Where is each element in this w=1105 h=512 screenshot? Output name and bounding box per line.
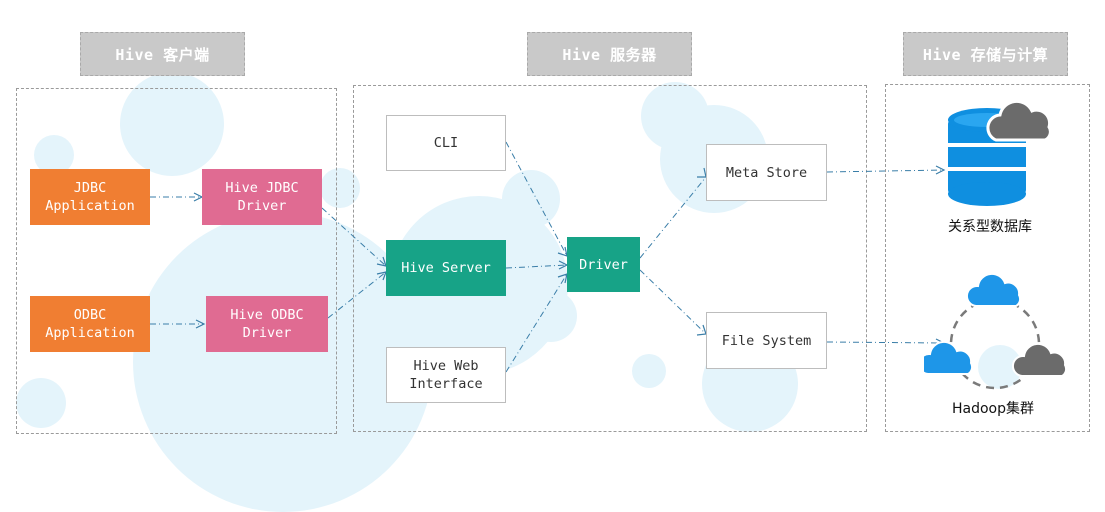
connector-driver-to-metastore bbox=[639, 176, 707, 259]
background-bubble bbox=[120, 72, 224, 176]
connector-cli-to-driver bbox=[505, 141, 568, 257]
background-bubble bbox=[525, 290, 577, 342]
odbc-application-box: ODBC Application bbox=[30, 296, 150, 352]
connector-driver-to-filesystem bbox=[639, 269, 707, 335]
hive-server-box: Hive Server bbox=[386, 240, 506, 296]
header-client: Hive 客户端 bbox=[80, 32, 245, 76]
hive-odbc-driver-box: Hive ODBC Driver bbox=[206, 296, 328, 352]
connector-server-to-driver bbox=[505, 264, 568, 269]
arrowhead bbox=[697, 167, 707, 178]
server-region bbox=[353, 85, 867, 432]
connector-odbc-driver-to-server bbox=[327, 271, 387, 319]
connector-web-to-driver bbox=[505, 273, 568, 373]
cloud-icon bbox=[966, 272, 1022, 307]
storage-region bbox=[885, 84, 1090, 432]
header-storage: Hive 存储与计算 bbox=[903, 32, 1068, 76]
background-bubble bbox=[34, 135, 74, 175]
jdbc-application-box: JDBC Application bbox=[30, 169, 150, 225]
header-server: Hive 服务器 bbox=[527, 32, 692, 76]
cloud-icon bbox=[986, 99, 1052, 142]
hive-jdbc-driver-box: Hive JDBC Driver bbox=[202, 169, 322, 225]
background-bubble bbox=[632, 354, 666, 388]
connector-metastore-to-rdbms bbox=[826, 169, 945, 173]
connector-jdbc-driver-to-server bbox=[321, 207, 387, 267]
hadoop-cluster-icon bbox=[924, 272, 1068, 390]
arrowhead bbox=[195, 319, 206, 329]
hadoop-label: Hadoop集群 bbox=[951, 401, 1034, 417]
architecture-diagram: Hive 客户端 Hive 服务器 Hive 存储与计算 bbox=[16, 32, 1090, 512]
meta-store-box: Meta Store bbox=[706, 144, 827, 201]
database-icon bbox=[948, 99, 1052, 206]
arrowhead bbox=[935, 165, 946, 175]
cloud-icon bbox=[924, 340, 974, 375]
file-system-box: File System bbox=[706, 312, 827, 369]
cloud-icon bbox=[1012, 342, 1068, 377]
client-region bbox=[16, 88, 337, 434]
rdbms-label: 关系型数据库 bbox=[948, 219, 1032, 235]
driver-box: Driver bbox=[567, 237, 640, 292]
cli-box: CLI bbox=[386, 115, 506, 171]
hive-web-interface-box: Hive Web Interface bbox=[386, 347, 506, 403]
background-bubble bbox=[16, 378, 66, 428]
background-bubble bbox=[502, 170, 560, 228]
connector-lines bbox=[150, 141, 946, 373]
